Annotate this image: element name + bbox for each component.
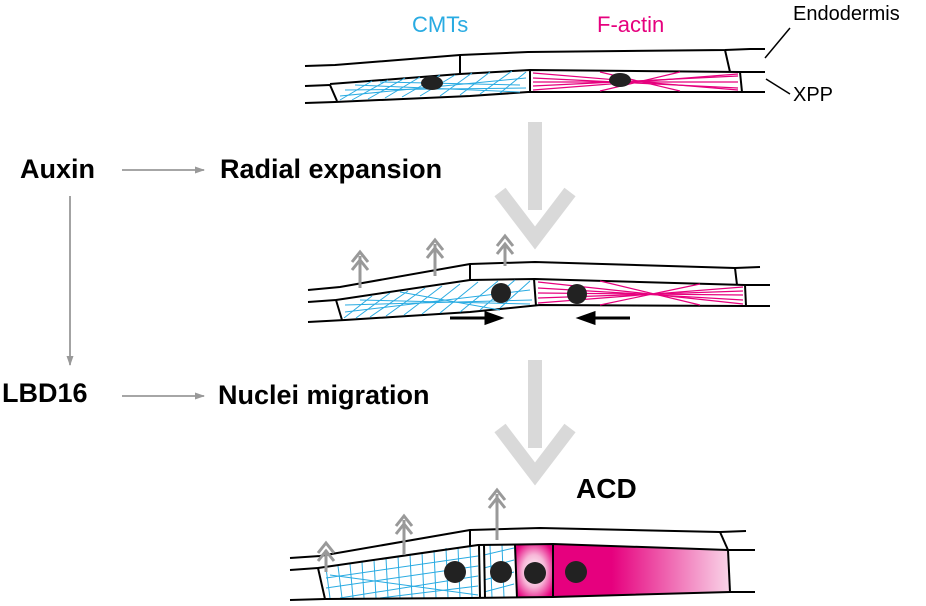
cmts-label: CMTs (412, 12, 468, 37)
endodermis-label: Endodermis (793, 3, 900, 25)
f-actin-label: F-actin (597, 12, 664, 37)
stage3-nucleus-1 (444, 561, 466, 583)
stage1-cells (304, 48, 765, 104)
nuclei-migration-label: Nuclei migration (218, 380, 430, 410)
stage3-cells (289, 526, 755, 601)
stage3-nucleus-4 (565, 561, 587, 583)
xpp-leader-line (765, 78, 791, 95)
stage1-nucleus-actin (609, 73, 631, 87)
stage3-expansion-arrows (316, 487, 507, 572)
acd-label: ACD (576, 473, 637, 504)
stage3-nucleus-3 (524, 562, 546, 584)
stage3-fills (515, 544, 730, 598)
flow-arrow-2 (494, 360, 576, 486)
flow-arrow-1 (494, 122, 576, 250)
xpp-label: XPP (793, 84, 833, 106)
lbd16-label: LBD16 (2, 378, 88, 408)
auxin-label: Auxin (20, 154, 95, 184)
stage2-nucleus-cmt (491, 283, 511, 303)
stage3-nucleus-2 (490, 561, 512, 583)
stage2-cells (307, 260, 770, 323)
radial-expansion-label: Radial expansion (220, 154, 442, 184)
stage1-actin-strands (532, 71, 739, 92)
stage2-migration-arrows (450, 310, 630, 326)
stage2-expansion-arrows (350, 233, 515, 288)
stage1-nucleus-cmt (421, 76, 443, 90)
endodermis-leader-line (764, 27, 791, 59)
stage2-nucleus-actin (567, 284, 587, 304)
